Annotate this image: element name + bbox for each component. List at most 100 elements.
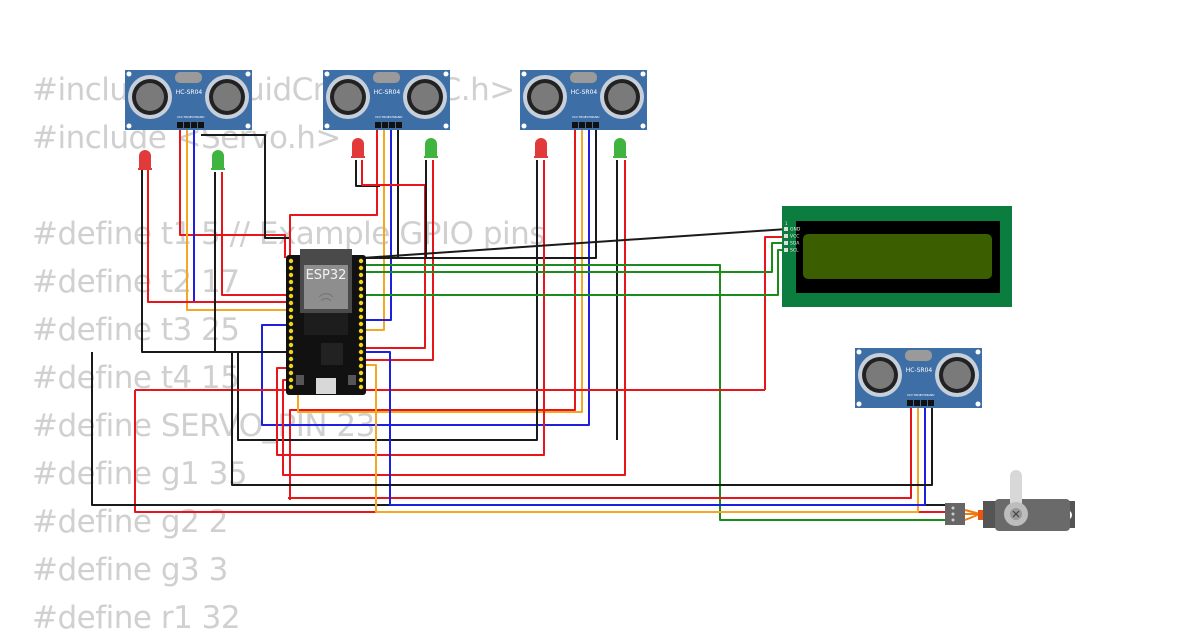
esp32-pin[interactable]: [358, 279, 364, 285]
wire-orange[interactable]: [186, 128, 290, 311]
sensor-pin[interactable]: [177, 122, 183, 128]
esp32-pin[interactable]: [358, 314, 364, 320]
esp32-pin[interactable]: [288, 370, 294, 376]
boot-button[interactable]: [296, 375, 304, 385]
esp32-pin[interactable]: [288, 293, 294, 299]
led-green[interactable]: [613, 138, 627, 158]
wire-red[interactable]: [221, 172, 290, 296]
esp32-pin[interactable]: [358, 272, 364, 278]
wire-red[interactable]: [289, 128, 378, 258]
esp32-pin[interactable]: [358, 377, 364, 383]
wire-red[interactable]: [362, 160, 434, 361]
esp32-pin[interactable]: [288, 384, 294, 390]
esp32-pin[interactable]: [358, 370, 364, 376]
wire-red[interactable]: [764, 236, 787, 390]
esp32-pin[interactable]: [288, 314, 294, 320]
sensor-pin[interactable]: [382, 122, 388, 128]
esp32-pin[interactable]: [358, 265, 364, 271]
esp32-pin[interactable]: [358, 349, 364, 355]
sensor-pin[interactable]: [928, 400, 934, 406]
lcd-pin[interactable]: [784, 248, 788, 252]
servo-horn[interactable]: [1010, 470, 1022, 512]
sensor-pin[interactable]: [593, 122, 599, 128]
sensor-pin[interactable]: [389, 122, 395, 128]
lcd-pin[interactable]: [784, 241, 788, 245]
led-red[interactable]: [351, 138, 365, 158]
esp32-pin[interactable]: [288, 300, 294, 306]
esp32-pin[interactable]: [358, 258, 364, 264]
wire-red[interactable]: [147, 170, 290, 303]
esp32-pin[interactable]: [358, 300, 364, 306]
wire-blue[interactable]: [193, 128, 290, 303]
sensor-pin[interactable]: [184, 122, 190, 128]
wire-red[interactable]: [288, 407, 912, 499]
esp32-pin[interactable]: [358, 293, 364, 299]
wire-black[interactable]: [362, 128, 597, 259]
wire-black[interactable]: [91, 352, 945, 506]
sensor-pin[interactable]: [921, 400, 927, 406]
esp32-pin[interactable]: [288, 286, 294, 292]
sensor-pin[interactable]: [914, 400, 920, 406]
esp32-pin[interactable]: [358, 286, 364, 292]
esp32-pin[interactable]: [288, 356, 294, 362]
esp32-pin[interactable]: [288, 349, 294, 355]
led-red[interactable]: [138, 150, 152, 170]
wire-green[interactable]: [362, 242, 787, 273]
wire-red[interactable]: [179, 128, 286, 258]
wire-black[interactable]: [201, 134, 290, 239]
esp32-pin[interactable]: [288, 265, 294, 271]
wire-black[interactable]: [361, 228, 788, 259]
esp32-pin[interactable]: [358, 307, 364, 313]
esp32-pin[interactable]: [358, 335, 364, 341]
led-green[interactable]: [211, 150, 225, 170]
esp32-pin[interactable]: [358, 328, 364, 334]
esp32-pin[interactable]: [288, 335, 294, 341]
esp32-pin[interactable]: [358, 363, 364, 369]
esp32-pin[interactable]: [288, 272, 294, 278]
wire-orange[interactable]: [362, 364, 919, 513]
sensor-pin[interactable]: [198, 122, 204, 128]
sensor-pin[interactable]: [579, 122, 585, 128]
esp32-pin[interactable]: [358, 342, 364, 348]
wire-red[interactable]: [282, 160, 626, 476]
wire-red[interactable]: [276, 160, 545, 456]
esp32-pin[interactable]: [288, 377, 294, 383]
wire-orange[interactable]: [362, 128, 385, 331]
sensor-pin[interactable]: [572, 122, 578, 128]
lcd-pin[interactable]: [784, 234, 788, 238]
sensor-pin[interactable]: [375, 122, 381, 128]
reset-button[interactable]: [348, 375, 356, 385]
led-green[interactable]: [424, 138, 438, 158]
wire-blue[interactable]: [261, 128, 590, 426]
wire-green[interactable]: [362, 264, 945, 521]
wire-red[interactable]: [134, 390, 945, 513]
wire-black[interactable]: [231, 351, 933, 486]
esp32-pin[interactable]: [358, 321, 364, 327]
sensor-pin[interactable]: [191, 122, 197, 128]
sensor-pin[interactable]: [586, 122, 592, 128]
lcd-pin[interactable]: [784, 227, 788, 231]
esp32-pin[interactable]: [358, 384, 364, 390]
esp32-pin[interactable]: [358, 356, 364, 362]
wire-black[interactable]: [362, 128, 399, 259]
wire-black[interactable]: [237, 160, 538, 441]
esp32-board[interactable]: ESP32: [286, 249, 366, 395]
sensor-pin[interactable]: [396, 122, 402, 128]
esp32-pin[interactable]: [288, 279, 294, 285]
sensor-pin[interactable]: [907, 400, 913, 406]
wire-blue[interactable]: [362, 128, 392, 321]
esp32-pin[interactable]: [288, 328, 294, 334]
esp32-pin[interactable]: [288, 363, 294, 369]
esp32-pin[interactable]: [288, 321, 294, 327]
servo-motor[interactable]: [945, 470, 1075, 531]
esp32-pin[interactable]: [288, 258, 294, 264]
esp32-pin[interactable]: [288, 342, 294, 348]
esp32-pin[interactable]: [288, 307, 294, 313]
wire-blue[interactable]: [362, 351, 926, 506]
led-red[interactable]: [534, 138, 548, 158]
